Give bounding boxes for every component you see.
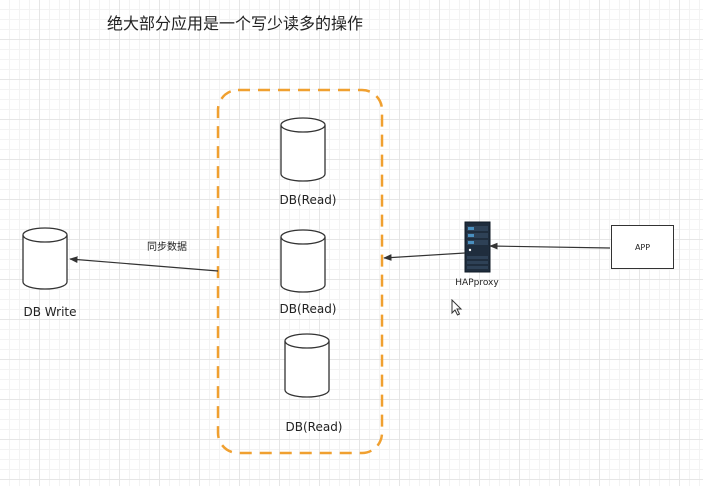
sync-data-label: 同步数据	[147, 242, 187, 253]
mouse-cursor-icon	[451, 299, 463, 316]
read-replica-group[interactable]	[216, 88, 384, 455]
app-node[interactable]: APP	[611, 225, 674, 269]
db-write-icon[interactable]	[22, 227, 68, 290]
edge-sync-to-db-write[interactable]	[69, 256, 219, 272]
db-read-1-label: DB(Read)	[279, 193, 337, 207]
edge-haproxy-to-read-group[interactable]	[383, 252, 466, 261]
db-write-label: DB Write	[23, 305, 77, 319]
db-read-3-label: DB(Read)	[285, 420, 343, 434]
diagram-title: 绝大部分应用是一个写少读多的操作	[107, 14, 364, 33]
db-read-1-icon[interactable]	[280, 117, 326, 182]
haproxy-label: HAPproxy	[455, 278, 499, 288]
edge-app-to-haproxy[interactable]	[489, 242, 611, 250]
db-read-2-label: DB(Read)	[279, 302, 337, 316]
app-label: APP	[634, 242, 651, 252]
db-read-2-icon[interactable]	[280, 229, 326, 293]
db-read-3-icon[interactable]	[284, 333, 330, 398]
server-icon[interactable]	[464, 221, 491, 273]
